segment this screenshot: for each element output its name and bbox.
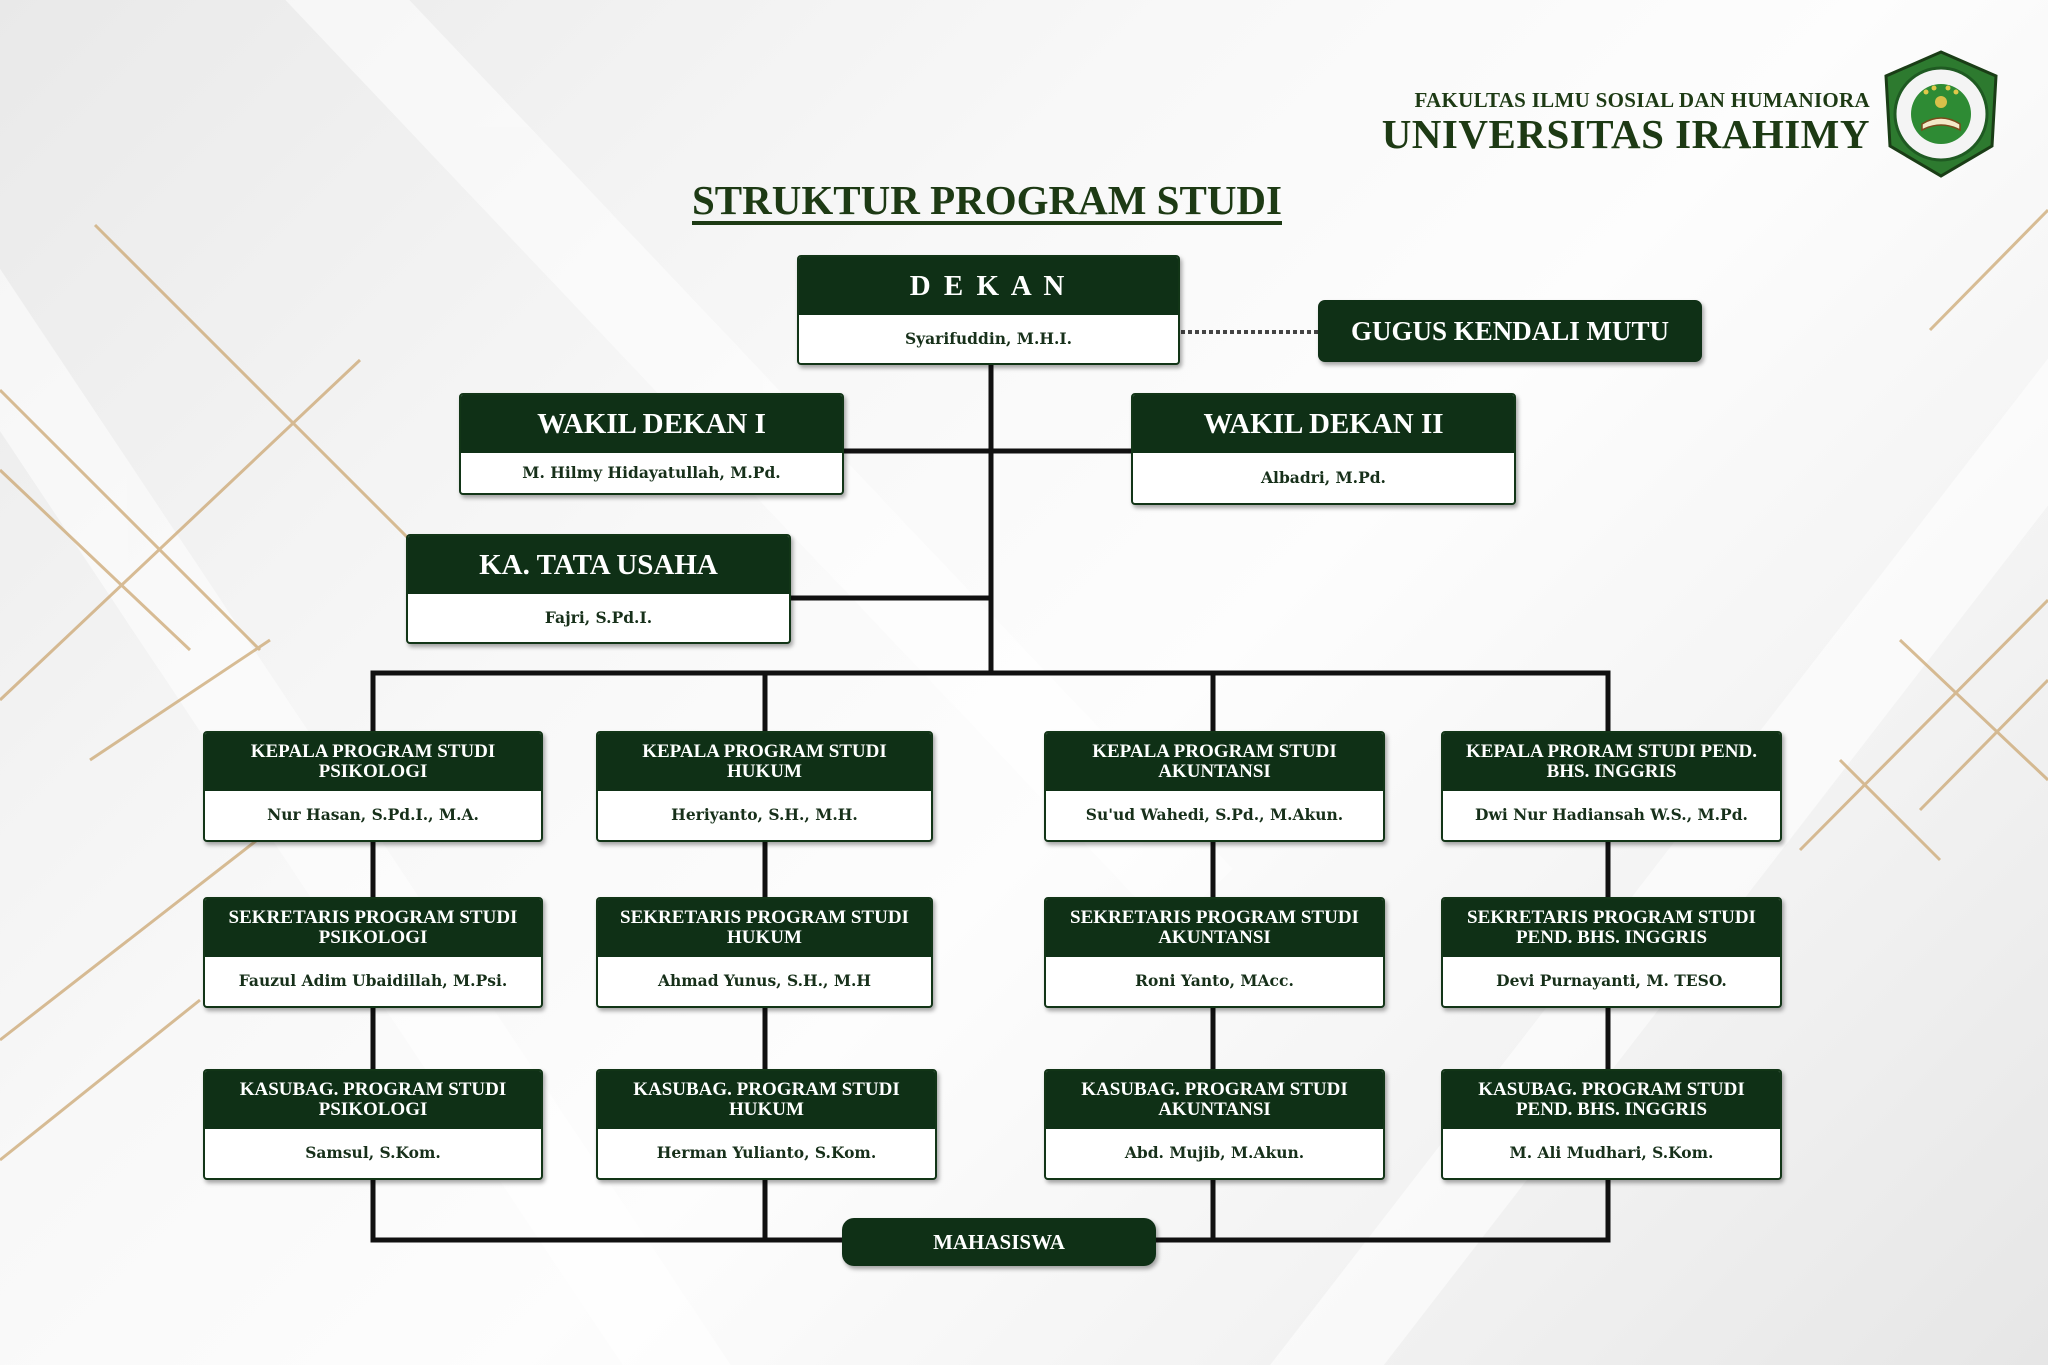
wakil-dekan-2-name: Albadri, M.Pd. <box>1261 467 1386 487</box>
sekretaris-hukum-box: SEKRETARIS PROGRAM STUDI HUKUM Ahmad Yun… <box>596 897 933 1008</box>
university-logo <box>1884 50 1998 178</box>
tata-usaha-name: Fajri, S.Pd.I. <box>544 607 653 627</box>
sekretaris-title: SEKRETARIS PROGRAM STUDI PEND. BHS. INGG… <box>1443 899 1780 957</box>
kasubag-name: Samsul, S.Kom. <box>305 1142 441 1162</box>
kasubag-title: KASUBAG. PROGRAM STUDI PEND. BHS. INGGRI… <box>1443 1071 1780 1129</box>
dekan-title: D E K A N <box>799 257 1178 315</box>
kasubag-akuntansi-box: KASUBAG. PROGRAM STUDI AKUNTANSI Abd. Mu… <box>1044 1069 1385 1180</box>
kaprodi-hukum-box: KEPALA PROGRAM STUDI HUKUM Heriyanto, S.… <box>596 731 933 842</box>
university-name: UNIVERSITAS IRAHIMY <box>1381 111 1870 157</box>
wakil-dekan-2-title: WAKIL DEKAN II <box>1133 395 1514 453</box>
kaprodi-name: Su'ud Wahedi, S.Pd., M.Akun. <box>1085 804 1344 824</box>
wakil-dekan-1-title: WAKIL DEKAN I <box>461 395 842 453</box>
kaprodi-name: Heriyanto, S.H., M.H. <box>671 804 858 824</box>
kaprodi-psikologi-box: KEPALA PROGRAM STUDI PSIKOLOGI Nur Hasan… <box>203 731 543 842</box>
dekan-box: D E K A N Syarifuddin, M.H.I. <box>797 255 1180 365</box>
kaprodi-name: Dwi Nur Hadiansah W.S., M.Pd. <box>1475 804 1748 824</box>
kasubag-title: KASUBAG. PROGRAM STUDI AKUNTANSI <box>1046 1071 1383 1129</box>
kasubag-name: Herman Yulianto, S.Kom. <box>656 1142 877 1162</box>
sekretaris-psikologi-box: SEKRETARIS PROGRAM STUDI PSIKOLOGI Fauzu… <box>203 897 543 1008</box>
kasubag-inggris-box: KASUBAG. PROGRAM STUDI PEND. BHS. INGGRI… <box>1441 1069 1782 1180</box>
wakil-dekan-2-box: WAKIL DEKAN II Albadri, M.Pd. <box>1131 393 1516 505</box>
kaprodi-title: KEPALA PROGRAM STUDI AKUNTANSI <box>1046 733 1383 791</box>
kaprodi-title: KEPALA PROGRAM STUDI PSIKOLOGI <box>205 733 541 791</box>
kaprodi-title: KEPALA PROGRAM STUDI HUKUM <box>598 733 931 791</box>
dekan-name: Syarifuddin, M.H.I. <box>904 329 1073 348</box>
sekretaris-title: SEKRETARIS PROGRAM STUDI PSIKOLOGI <box>205 899 541 957</box>
kasubag-name: Abd. Mujib, M.Akun. <box>1124 1142 1305 1162</box>
sekretaris-name: Fauzul Adim Ubaidillah, M.Psi. <box>238 970 508 990</box>
kaprodi-akuntansi-box: KEPALA PROGRAM STUDI AKUNTANSI Su'ud Wah… <box>1044 731 1385 842</box>
sekretaris-title: SEKRETARIS PROGRAM STUDI AKUNTANSI <box>1046 899 1383 957</box>
gkm-box: GUGUS KENDALI MUTU <box>1318 300 1702 362</box>
kasubag-hukum-box: KASUBAG. PROGRAM STUDI HUKUM Herman Yuli… <box>596 1069 937 1180</box>
kaprodi-name: Nur Hasan, S.Pd.I., M.A. <box>267 804 479 824</box>
kaprodi-title: KEPALA PRORAM STUDI PEND. BHS. INGGRIS <box>1443 733 1780 791</box>
faculty-name: FAKULTAS ILMU SOSIAL DAN HUMANIORA <box>1414 88 1870 112</box>
sekretaris-name: Roni Yanto, MAcc. <box>1135 970 1294 990</box>
kasubag-title: KASUBAG. PROGRAM STUDI PSIKOLOGI <box>205 1071 541 1129</box>
faculty-header: FAKULTAS ILMU SOSIAL DAN HUMANIORA UNIVE… <box>1382 88 1870 156</box>
sekretaris-title: SEKRETARIS PROGRAM STUDI HUKUM <box>598 899 931 957</box>
sekretaris-inggris-box: SEKRETARIS PROGRAM STUDI PEND. BHS. INGG… <box>1441 897 1782 1008</box>
sekretaris-akuntansi-box: SEKRETARIS PROGRAM STUDI AKUNTANSI Roni … <box>1044 897 1385 1008</box>
kasubag-title: KASUBAG. PROGRAM STUDI HUKUM <box>598 1071 935 1129</box>
kasubag-name: M. Ali Mudhari, S.Kom. <box>1509 1142 1714 1162</box>
sekretaris-name: Devi Purnayanti, M. TESO. <box>1496 970 1727 990</box>
kaprodi-inggris-box: KEPALA PRORAM STUDI PEND. BHS. INGGRIS D… <box>1441 731 1782 842</box>
sekretaris-name: Ahmad Yunus, S.H., M.H <box>657 970 872 990</box>
wakil-dekan-1-box: WAKIL DEKAN I M. Hilmy Hidayatullah, M.P… <box>459 393 844 495</box>
tata-usaha-title: KA. TATA USAHA <box>408 536 789 594</box>
mahasiswa-box: MAHASISWA <box>842 1218 1156 1266</box>
wakil-dekan-1-name: M. Hilmy Hidayatullah, M.Pd. <box>522 462 781 482</box>
page-title: STRUKTUR PROGRAM STUDI <box>692 177 1282 223</box>
tata-usaha-box: KA. TATA USAHA Fajri, S.Pd.I. <box>406 534 791 644</box>
kasubag-psikologi-box: KASUBAG. PROGRAM STUDI PSIKOLOGI Samsul,… <box>203 1069 543 1180</box>
